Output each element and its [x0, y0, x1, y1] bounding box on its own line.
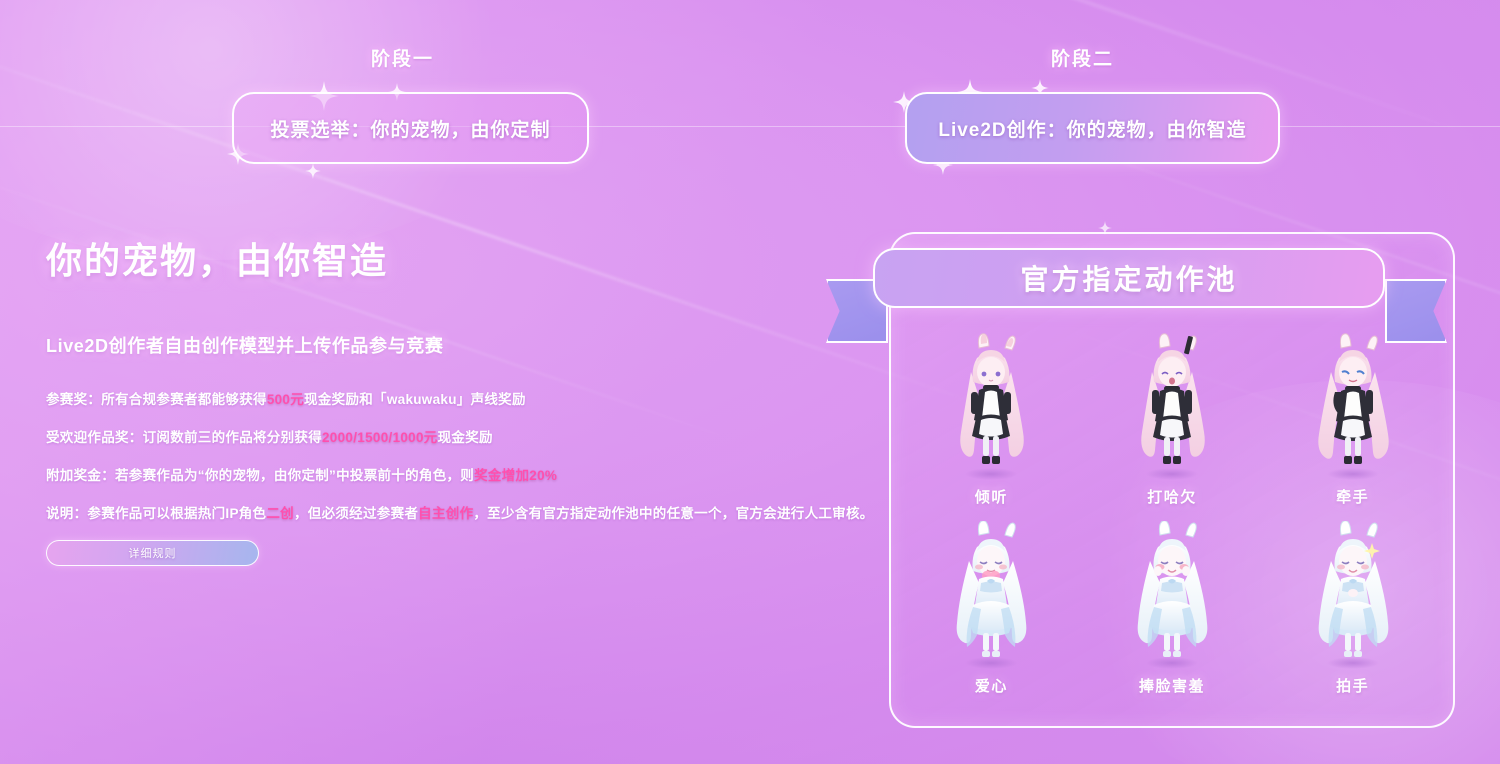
bullet-participation-prize: 参赛奖：所有合规参赛者都能够获得500元现金奖励和「wakuwaku」声线奖励 [46, 388, 876, 408]
action-pool-item[interactable]: 爱心 [901, 521, 1082, 696]
character-figure-yawn-icon [1116, 332, 1228, 482]
character-figure-clap-icon [1297, 521, 1409, 671]
page-headline: 你的宠物，由你智造 [46, 240, 389, 281]
phase-1-box-label: 投票选举：你的宠物，由你定制 [270, 119, 551, 141]
character-figure-holding-hands-icon [1297, 332, 1409, 482]
bullet-text: 受欢迎作品奖：订阅数前三的作品将分别获得 [46, 430, 322, 445]
detailed-rules-button-label: 详细规则 [128, 548, 177, 560]
page-subheadline: Live2D创作者自由创作模型并上传作品参与竞赛 [46, 336, 444, 356]
action-pool-item-label: 爱心 [974, 678, 1008, 695]
action-pool-item-label: 捧脸害羞 [1138, 678, 1205, 695]
detailed-rules-button[interactable]: 详细规则 [46, 540, 259, 566]
action-pool-item-label: 打哈欠 [1147, 489, 1197, 506]
phase-1-box[interactable]: 投票选举：你的宠物，由你定制 [232, 92, 589, 164]
action-pool-item[interactable]: 牵手 [1262, 332, 1443, 507]
bullet-text: 附加奖金：若参赛作品为“你的宠物，由你定制”中投票前十的角色，则 [46, 468, 475, 483]
action-pool-item[interactable]: 打哈欠 [1082, 332, 1263, 507]
left-content-column: 你的宠物，由你智造 Live2D创作者自由创作模型并上传作品参与竞赛 参赛奖：所… [46, 232, 876, 566]
bullet-highlight: 奖金增加20% [474, 468, 558, 483]
bullet-highlight: 500元 [266, 392, 305, 407]
phase-1-title: 阶段一 [371, 49, 435, 70]
action-pool-item[interactable]: 捧脸害羞 [1082, 521, 1263, 696]
action-pool-item-label: 倾听 [974, 489, 1008, 506]
action-pool-banner: 官方指定动作池 [873, 248, 1385, 308]
bullet-text: 说明：参赛作品可以根据热门IP角色 [46, 506, 267, 521]
bullet-highlight: 自主创作 [418, 506, 474, 521]
action-pool-item[interactable]: 拍手 [1262, 521, 1443, 696]
character-figure-heart-icon [935, 521, 1047, 671]
character-figure-shy-face-cup-icon [1116, 521, 1228, 671]
bullet-text: 参赛奖：所有合规参赛者都能够获得 [46, 392, 267, 407]
bullet-highlight: 2000/1500/1000元 [322, 430, 438, 445]
bullet-bonus-prize: 附加奖金：若参赛作品为“你的宠物，由你定制”中投票前十的角色，则奖金增加20% [46, 464, 876, 484]
phase-2-title: 阶段二 [1051, 49, 1115, 70]
bullet-text: ，至少含有官方指定动作池中的任意一个，官方会进行人工审核。 [473, 506, 874, 521]
character-figure-listening-icon [935, 332, 1047, 482]
bullet-text: ，但必须经过参赛者 [293, 506, 419, 521]
action-pool-item-label: 牵手 [1336, 489, 1370, 506]
bullet-text: 现金奖励和「wakuwaku」声线奖励 [304, 392, 526, 407]
phase-2-box-label: Live2D创作：你的宠物，由你智造 [938, 119, 1247, 141]
bullet-popularity-prize: 受欢迎作品奖：订阅数前三的作品将分别获得2000/1500/1000元现金奖励 [46, 426, 876, 446]
bullet-notes: 说明：参赛作品可以根据热门IP角色二创，但必须经过参赛者自主创作，至少含有官方指… [46, 502, 876, 522]
bullet-highlight: 二创 [266, 506, 294, 521]
bullet-text: 现金奖励 [437, 430, 493, 445]
phase-2-box[interactable]: Live2D创作：你的宠物，由你智造 [905, 92, 1280, 164]
action-pool-banner-label: 官方指定动作池 [1020, 264, 1238, 295]
action-pool-item[interactable]: 倾听 [901, 332, 1082, 507]
horizontal-divider-line [0, 126, 1500, 127]
action-pool-grid: 倾听 [901, 332, 1443, 696]
action-pool-item-label: 拍手 [1336, 678, 1370, 695]
